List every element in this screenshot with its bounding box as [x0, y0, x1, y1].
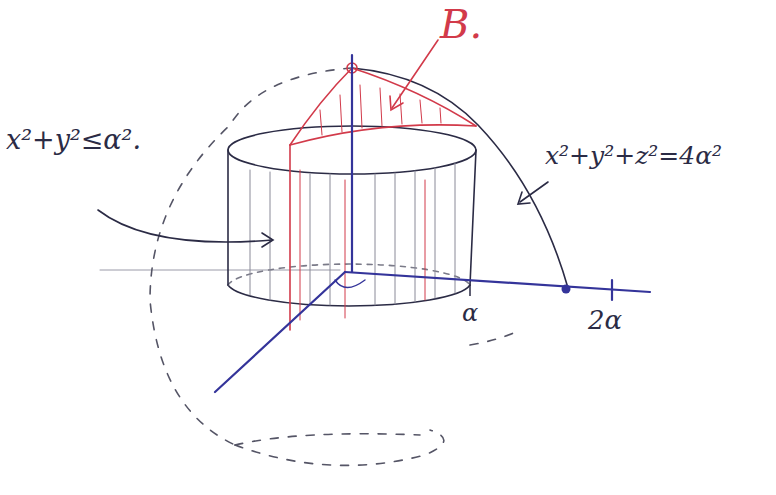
sphere-equation: x²+y²+z²=4α² [545, 142, 722, 170]
cylinder-inequality: x²+y²≤α². [6, 125, 141, 155]
sphere-radius-mark: 2α [588, 306, 622, 335]
region-letter: B. [440, 2, 482, 46]
radius-mark: α [462, 300, 478, 326]
